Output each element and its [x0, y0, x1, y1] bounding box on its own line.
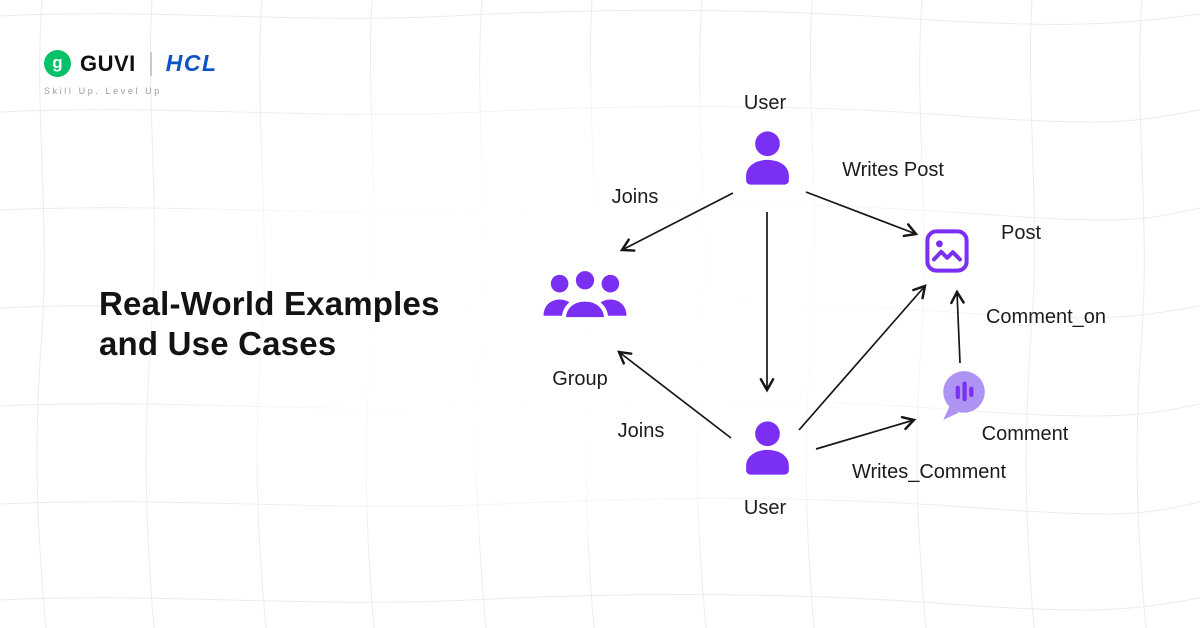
page-title: Real-World Examples and Use Cases [99, 284, 440, 364]
user-icon [746, 131, 789, 185]
group-icon [543, 267, 627, 322]
node-label-group: Group [552, 368, 608, 390]
page-title-line1: Real-World Examples [99, 285, 440, 322]
edge-label-comment-on: Comment_on [985, 306, 1107, 328]
edge-label-writes-post: Writes Post [842, 159, 944, 181]
node-label-post: Post [1000, 222, 1042, 244]
brand-lockup: g GUVI HCL Skill Up. Level Up [44, 50, 218, 96]
guvi-logo-icon: g [44, 50, 71, 77]
brand-row: g GUVI HCL [44, 50, 218, 77]
brand-divider [149, 51, 152, 76]
edge-label-joins-top: Joins [611, 186, 659, 208]
edge-label-joins-bottom: Joins [617, 420, 665, 442]
guvi-wordmark: GUVI [80, 50, 136, 76]
user-icon [746, 421, 789, 475]
comment-bubble-icon [943, 371, 985, 420]
post-image-icon [925, 229, 969, 273]
page-title-line2: and Use Cases [99, 325, 337, 362]
node-label-user-bottom: User [743, 497, 787, 519]
node-label-user-top: User [743, 92, 787, 114]
node-label-comment: Comment [981, 423, 1069, 445]
hcl-wordmark: HCL [165, 50, 218, 76]
guvi-logo-letter: g [52, 53, 63, 72]
brand-tagline: Skill Up. Level Up [44, 86, 162, 96]
edge-label-writes-comment: Writes_Comment [851, 461, 1007, 483]
